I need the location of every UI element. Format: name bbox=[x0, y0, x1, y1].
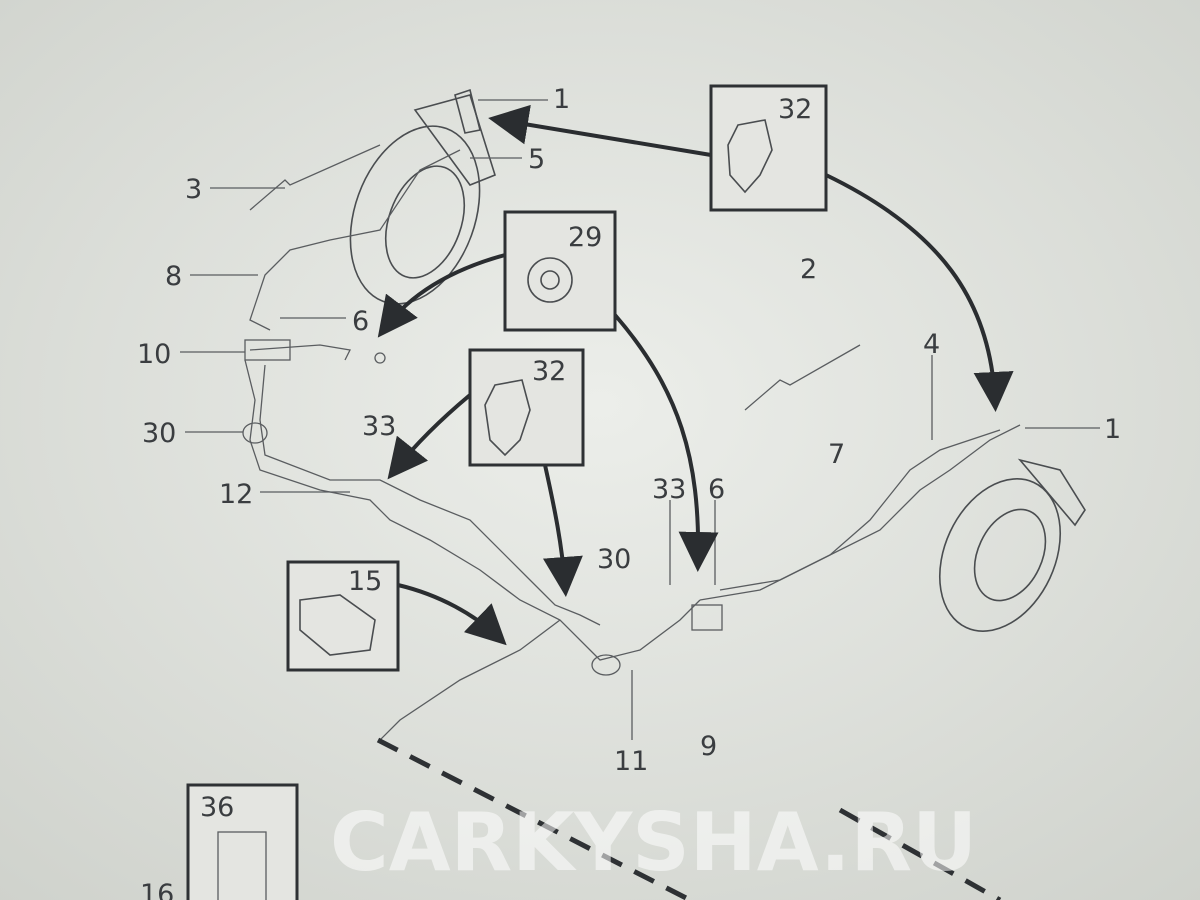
clip-icon bbox=[727, 119, 773, 194]
callout-7: 7 bbox=[828, 439, 845, 470]
callout-numbers: 1 5 3 8 6 10 33 30 12 2 4 1 7 33 6 30 11… bbox=[137, 84, 1121, 900]
part-box-36: 36 bbox=[186, 783, 299, 900]
callout-33-mid: 33 bbox=[652, 474, 686, 505]
watermark: CARKYSHA.RU bbox=[330, 796, 977, 889]
part-number: 36 bbox=[200, 792, 234, 823]
callout-30: 30 bbox=[142, 418, 176, 449]
callout-5: 5 bbox=[528, 144, 545, 175]
callout-2: 2 bbox=[800, 254, 817, 285]
part-number: 32 bbox=[778, 94, 812, 125]
part-number: 15 bbox=[348, 566, 382, 597]
callout-10: 10 bbox=[137, 339, 171, 370]
callout-1: 1 bbox=[553, 84, 570, 115]
callout-11: 11 bbox=[614, 746, 648, 777]
part-number: 32 bbox=[532, 356, 566, 387]
brake-disc-right bbox=[938, 458, 1086, 632]
callout-1-right: 1 bbox=[1104, 414, 1121, 445]
callout-8: 8 bbox=[165, 261, 182, 292]
callout-12: 12 bbox=[219, 479, 253, 510]
callout-6-mid: 6 bbox=[708, 474, 725, 505]
callout-16: 16 bbox=[140, 879, 174, 900]
callout-4: 4 bbox=[923, 329, 940, 360]
callout-33: 33 bbox=[362, 411, 396, 442]
part-box-29: 29 bbox=[503, 210, 617, 332]
part-box-15: 15 bbox=[286, 560, 400, 672]
clip-icon bbox=[484, 379, 531, 457]
part-box-32-mid: 32 bbox=[468, 348, 585, 467]
brake-lines bbox=[242, 144, 1021, 741]
callout-9: 9 bbox=[700, 731, 717, 762]
dashed-boundary-right bbox=[838, 807, 1002, 900]
callout-30-mid: 30 bbox=[597, 544, 631, 575]
callout-arrows bbox=[377, 104, 1014, 646]
callout-6: 6 bbox=[352, 306, 369, 337]
nut-icon bbox=[527, 257, 573, 303]
dashed-boundary bbox=[376, 737, 692, 900]
connector-icon bbox=[299, 594, 376, 656]
part-number: 29 bbox=[568, 222, 602, 253]
part-box-32-top: 32 bbox=[709, 84, 828, 212]
callout-3: 3 bbox=[185, 174, 202, 205]
